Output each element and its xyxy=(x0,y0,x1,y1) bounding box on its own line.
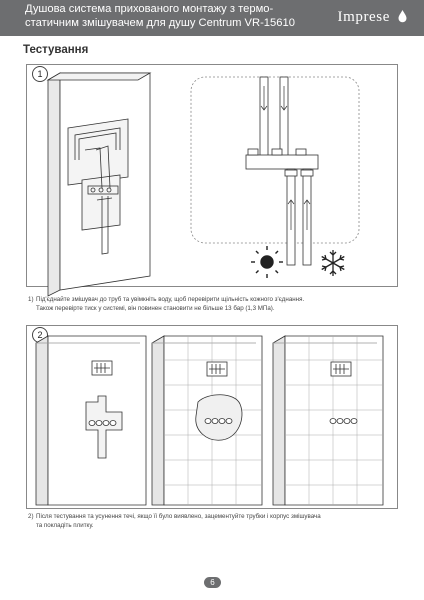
section-title: Тестування xyxy=(23,44,89,56)
step-1-panel xyxy=(26,64,398,287)
step-1-number-badge: 1 xyxy=(32,66,48,82)
step-2-panel xyxy=(26,325,398,509)
step-2-number-badge: 2 xyxy=(32,327,48,343)
step-1-line-2: Також перевірте тиск у системі, він пови… xyxy=(36,304,275,312)
step-2-line-2: та покладіть плитку. xyxy=(36,521,94,529)
step-2-label: 2) xyxy=(28,513,34,520)
step-1-line-1: Під'єднайте змішувач до труб та увімкніт… xyxy=(36,296,305,303)
document-title-line-2: статичним змішувачем для душу Centrum VR… xyxy=(25,17,295,29)
step-2-line-1: Після тестування та усунення течі, якщо … xyxy=(36,513,321,520)
step-1-label: 1) xyxy=(28,296,34,303)
header-bar: Душова система прихованого монтажу з тер… xyxy=(0,0,424,36)
document-title-line-1: Душова система прихованого монтажу з тер… xyxy=(25,3,274,15)
brand-logo: Imprese xyxy=(337,9,390,25)
page-number: 6 xyxy=(204,577,221,588)
drop-icon xyxy=(398,10,407,23)
